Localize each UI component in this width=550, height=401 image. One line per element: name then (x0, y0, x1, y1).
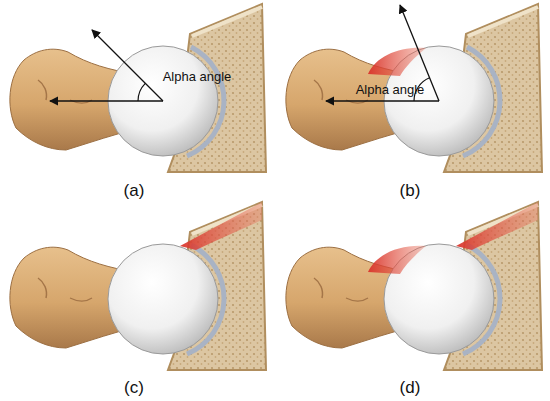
panel-caption: (c) (124, 379, 144, 396)
angle-label: Alpha angle (356, 83, 425, 96)
panel-caption: (a) (124, 182, 145, 199)
angle-label: Alpha angle (163, 70, 232, 83)
panel-caption: (d) (400, 379, 421, 396)
panel-caption: (b) (400, 182, 421, 199)
